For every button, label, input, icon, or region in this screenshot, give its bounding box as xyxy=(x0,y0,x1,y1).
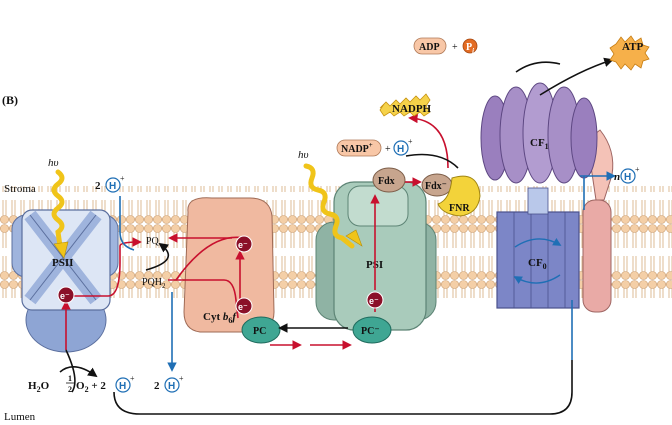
stroma-protons-atpase: n H + xyxy=(614,165,640,184)
cf1-label: CF1 xyxy=(530,137,549,151)
cytb6f-complex: Cyt b6f xyxy=(183,197,275,333)
svg-text:H: H xyxy=(119,381,126,392)
nadph-label: NADPH xyxy=(392,103,432,115)
fdx-reduced-label: Fdx⁻ xyxy=(425,181,447,192)
svg-text:+: + xyxy=(635,165,640,174)
stroma-protons-psii: 2 H + xyxy=(95,174,125,193)
svg-text:e⁻: e⁻ xyxy=(60,291,70,301)
pqh2-label: PQH2 xyxy=(142,277,166,290)
lumen-proton-loop xyxy=(113,360,573,415)
svg-text:e⁻: e⁻ xyxy=(238,302,248,312)
pi-label: Pi xyxy=(466,42,474,55)
panel-label: (B) xyxy=(2,93,18,107)
fnr-label: FNR xyxy=(449,203,470,214)
svg-text:+: + xyxy=(179,374,184,383)
svg-text:H: H xyxy=(168,381,175,392)
photon-label-psii: hυ xyxy=(48,157,59,169)
adp-pi: ADP + Pi xyxy=(413,37,478,55)
svg-text:+: + xyxy=(408,137,413,146)
svg-text:+: + xyxy=(385,144,391,155)
photon-label-psi: hυ xyxy=(298,149,309,161)
water-oxidation: H2O 1 2 O2 + 2 H + xyxy=(28,374,135,394)
svg-text:+: + xyxy=(452,42,458,53)
lumen-label: Lumen xyxy=(4,411,36,423)
pc-carriers: PC PC⁻ xyxy=(241,316,392,344)
svg-text:2: 2 xyxy=(95,180,101,192)
proton-flow-arrows xyxy=(119,171,616,372)
pq-label: PQ xyxy=(146,236,160,247)
pc-label: PC xyxy=(253,326,266,337)
svg-text:+: + xyxy=(120,174,125,183)
nadp-reaction: NADP+ + H + xyxy=(336,137,413,157)
stroma-label: Stroma xyxy=(4,183,36,195)
svg-text:H: H xyxy=(624,172,631,183)
svg-text:n: n xyxy=(614,171,620,183)
pc-oxidized-label: PC⁻ xyxy=(361,326,380,337)
electron-badges: e⁻ e⁻ e⁻ e⁻ xyxy=(57,235,384,315)
atp-label: ATP xyxy=(622,41,643,53)
atp-product: ATP xyxy=(609,35,650,71)
water-label: H2O xyxy=(28,380,50,394)
atp-synthase: CF1 CF0 xyxy=(480,82,614,313)
fdx-group: Fdx Fdx⁻ FNR xyxy=(372,167,481,217)
psii-label: PSII xyxy=(52,257,73,269)
electron-flow-arrows xyxy=(61,113,449,350)
svg-text:H: H xyxy=(397,144,404,155)
nadph-product: NADPH xyxy=(379,93,432,117)
adp-label: ADP xyxy=(419,42,440,53)
psii-complex: PSII xyxy=(11,209,119,353)
svg-text:e⁻: e⁻ xyxy=(369,296,379,306)
oxygen-num: 1 xyxy=(68,374,72,383)
oxygen-label: O2 + 2 xyxy=(76,380,106,394)
nadp-label: NADP+ xyxy=(341,141,373,155)
oxygen-den: 2 xyxy=(68,385,72,394)
svg-text:2: 2 xyxy=(154,380,160,392)
cf0-label: CF0 xyxy=(528,257,547,271)
svg-text:H: H xyxy=(109,181,116,192)
lumen-protons-cyt: 2 H + xyxy=(154,374,184,393)
svg-text:+: + xyxy=(130,374,135,383)
cytb6f-label: Cyt b6f xyxy=(203,311,237,325)
fdx-label: Fdx xyxy=(378,176,395,187)
psi-complex: PSI xyxy=(315,181,437,331)
black-arrows xyxy=(59,57,614,393)
photon-arrows: hυ hυ xyxy=(48,149,363,259)
svg-text:e⁻: e⁻ xyxy=(238,240,248,250)
